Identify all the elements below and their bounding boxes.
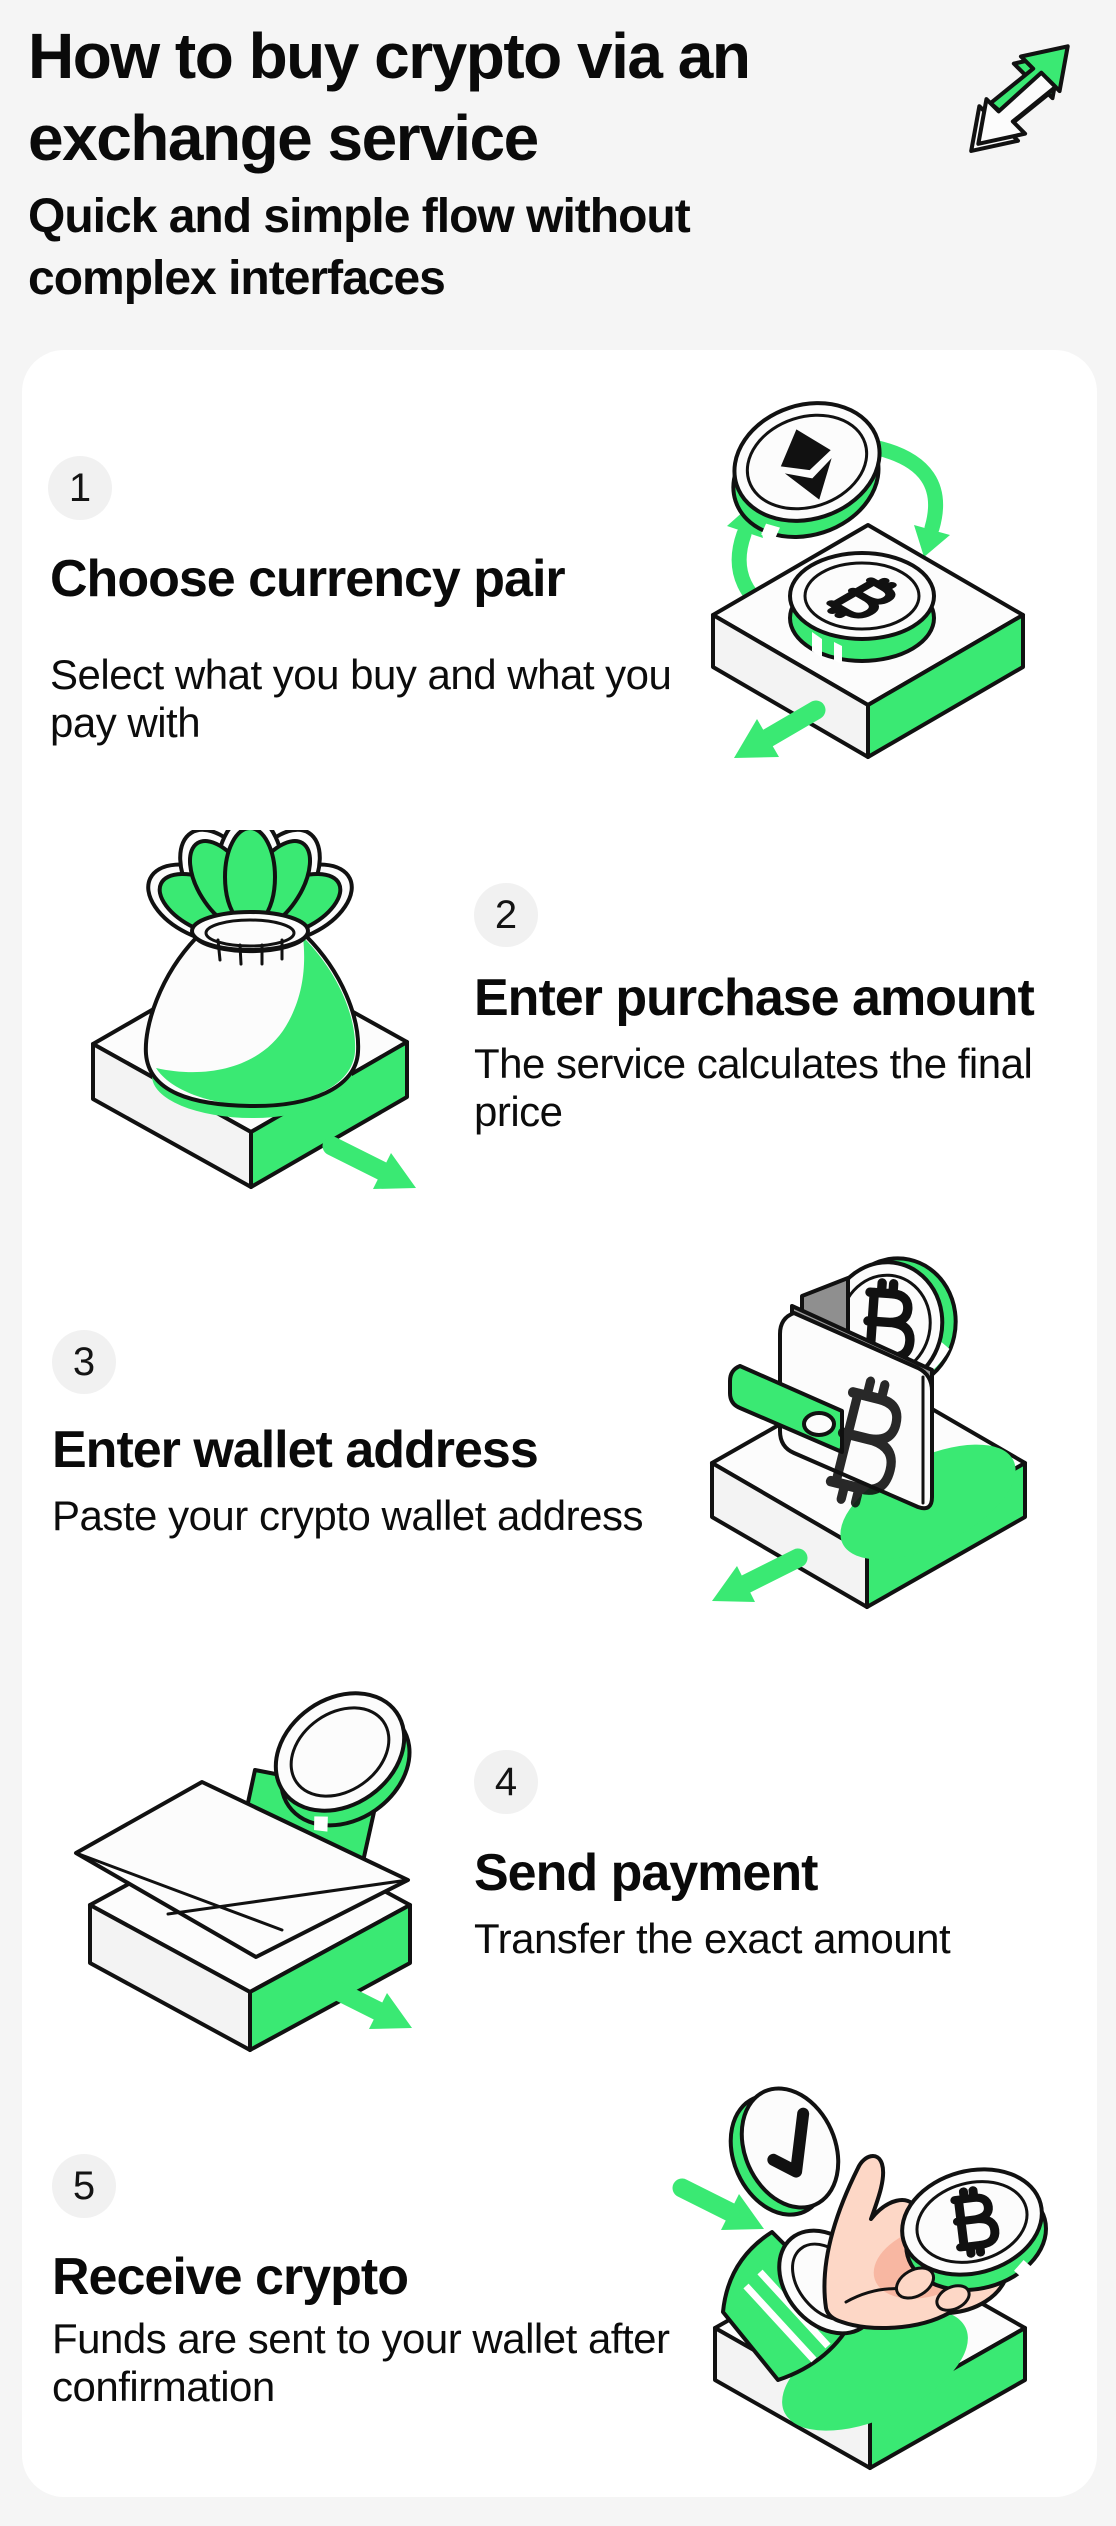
step-2-badge: 2 [474, 883, 538, 947]
check-coin-icon [728, 2086, 841, 2217]
exchange-arrows-icon [969, 44, 1070, 153]
step-1-badge: 1 [48, 456, 112, 520]
ethereum-coin-icon [731, 401, 882, 540]
bitcoin-ethereum-swap-illustration [711, 401, 1025, 759]
step-4-description: Transfer the exact amount [474, 1915, 951, 1962]
step-5-description: Funds are sent to your wallet after conf… [52, 2315, 670, 2410]
page-title-line2: exchange service [28, 102, 539, 174]
step-4-badge: 4 [474, 1750, 538, 1814]
step-1-description: Select what you buy and what you pay wit… [50, 651, 672, 746]
step-3-description: Paste your crypto wallet address [52, 1492, 643, 1539]
step-1-title: Choose currency pair [50, 550, 566, 608]
page-subtitle-line1: Quick and simple flow without [28, 190, 691, 243]
hand-receiving-coin-illustration [672, 2086, 1048, 2470]
coin-icon [273, 1691, 412, 1832]
arrow-down-left-icon [969, 70, 1058, 153]
page-subtitle-line2: complex interfaces [28, 252, 446, 305]
step-5-badge: 5 [52, 2154, 116, 2218]
money-bag-illustration [91, 830, 416, 1189]
envelope-coin-illustration [74, 1691, 412, 2052]
step-2-title: Enter purchase amount [474, 969, 1035, 1027]
step-4-title: Send payment [474, 1844, 818, 1902]
bitcoin-coin-icon [788, 551, 936, 664]
step-3-badge: 3 [52, 1330, 116, 1394]
bitcoin-coin-icon [900, 2167, 1048, 2293]
page-subtitle: Quick and simple flow without complex in… [28, 186, 691, 310]
page-title: How to buy crypto via an exchange servic… [28, 15, 751, 179]
step-2-description: The service calculates the final price [474, 1040, 1033, 1135]
page-title-line1: How to buy crypto via an [28, 20, 751, 92]
wallet-bitcoin-illustration [710, 1256, 1027, 1609]
step-3-title: Enter wallet address [52, 1421, 539, 1479]
step-5-title: Receive crypto [52, 2248, 409, 2306]
